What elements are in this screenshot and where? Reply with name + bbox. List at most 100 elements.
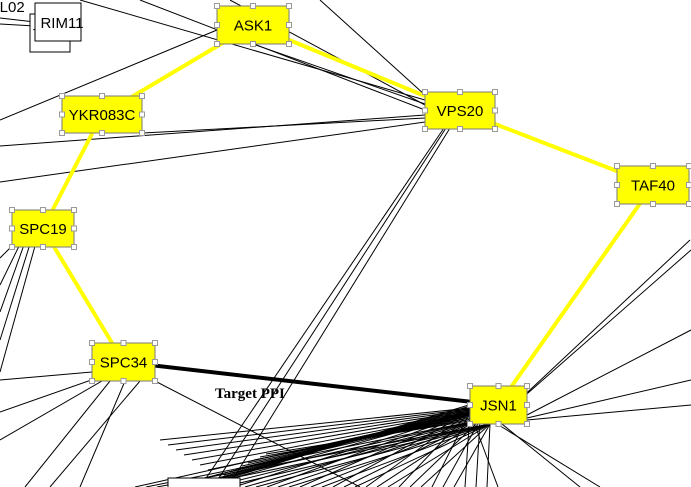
resize-handle[interactable] (524, 402, 530, 408)
resize-handle[interactable] (686, 182, 691, 188)
background-edge (142, 117, 426, 134)
node-box[interactable] (424, 91, 496, 130)
resize-handle[interactable] (457, 89, 463, 95)
resize-handle[interactable] (492, 126, 498, 132)
node-ask1[interactable]: ASK1 (214, 3, 292, 47)
resize-handle[interactable] (614, 201, 620, 207)
resize-handle[interactable] (467, 383, 473, 389)
background-edge (365, 411, 471, 487)
resize-handle[interactable] (422, 107, 428, 114)
resize-handle[interactable] (152, 378, 158, 384)
background-edge (49, 380, 141, 487)
resize-handle[interactable] (71, 244, 77, 250)
background-edge (321, 423, 491, 487)
resize-handle[interactable] (59, 93, 65, 99)
resize-handle[interactable] (99, 93, 105, 99)
resize-handle[interactable] (495, 383, 502, 389)
background-edge (159, 407, 471, 441)
resize-handle[interactable] (89, 340, 95, 346)
node-spc34[interactable]: SPC34 (89, 340, 158, 384)
resize-handle[interactable] (71, 225, 77, 232)
background-edge (0, 241, 26, 313)
node-label: OL02 (0, 0, 25, 16)
resize-handle[interactable] (9, 244, 15, 250)
resize-handle[interactable] (250, 3, 256, 9)
resize-handle[interactable] (467, 421, 473, 427)
resize-handle[interactable] (152, 340, 158, 346)
resize-handle[interactable] (457, 126, 463, 132)
resize-handle[interactable] (89, 359, 95, 365)
resize-handle[interactable] (422, 89, 428, 95)
node-label: YKR083C (69, 107, 136, 124)
background-edge (0, 114, 426, 147)
resize-handle[interactable] (686, 201, 691, 207)
resize-handle[interactable] (286, 41, 292, 47)
resize-handle[interactable] (650, 163, 656, 169)
node-vps20[interactable]: VPS20 (422, 89, 498, 132)
node-spc19[interactable]: SPC19 (9, 207, 77, 250)
node-box[interactable] (34, 2, 82, 42)
resize-handle[interactable] (286, 22, 292, 28)
resize-handle[interactable] (9, 225, 15, 232)
resize-handle[interactable] (214, 3, 220, 9)
resize-handle[interactable] (214, 22, 220, 28)
resize-handle[interactable] (120, 378, 127, 384)
resize-handle[interactable] (120, 340, 127, 346)
path-edge-spc19-spc34[interactable] (41, 227, 126, 364)
background-edge (199, 127, 445, 487)
node-label: TAF40 (631, 178, 675, 195)
target-edge[interactable] (123, 360, 499, 407)
background-edge (453, 423, 491, 487)
resize-handle[interactable] (524, 383, 530, 389)
resize-handle[interactable] (650, 201, 656, 207)
resize-handle[interactable] (492, 89, 498, 95)
resize-handle[interactable] (71, 207, 77, 213)
background-edge (475, 419, 481, 487)
resize-handle[interactable] (286, 3, 292, 9)
background-edge (0, 23, 36, 27)
resize-handle[interactable] (40, 207, 46, 213)
partial-node-box[interactable] (167, 477, 241, 487)
resize-handle[interactable] (99, 130, 105, 136)
background-edge (212, 127, 447, 487)
resize-handle[interactable] (40, 244, 46, 250)
resize-handle[interactable] (492, 107, 498, 114)
resize-handle[interactable] (9, 207, 15, 213)
node-jsn1[interactable]: JSN1 (467, 383, 530, 427)
path-edge-taf40-jsn1[interactable] (496, 183, 655, 407)
resize-handle[interactable] (139, 130, 145, 136)
resize-handle[interactable] (524, 421, 530, 427)
background-edge (227, 127, 451, 487)
resize-handle[interactable] (250, 41, 256, 47)
background-edge (145, 419, 481, 487)
node-ykr083c[interactable]: YKR083C (59, 93, 145, 136)
node-taf40[interactable]: TAF40 (614, 163, 691, 207)
resize-handle[interactable] (152, 359, 158, 365)
background-edge (139, 0, 426, 111)
background-edge (526, 404, 691, 421)
background-edge (175, 409, 471, 451)
resize-handle[interactable] (614, 182, 620, 188)
background-edge (0, 377, 98, 413)
resize-handle[interactable] (59, 130, 65, 136)
resize-handle[interactable] (686, 163, 691, 169)
background-edge (79, 380, 126, 487)
resize-handle[interactable] (89, 378, 95, 384)
background-edge (526, 379, 691, 419)
resize-handle[interactable] (422, 126, 428, 132)
node-rim11[interactable]: RIM11 (34, 2, 84, 42)
background-edge (191, 411, 471, 461)
background-edge (0, 245, 36, 373)
resize-handle[interactable] (139, 111, 145, 118)
node-ol02[interactable]: OL02 (0, 0, 25, 16)
resize-handle[interactable] (614, 163, 620, 169)
background-edge (496, 423, 601, 487)
resize-handle[interactable] (59, 111, 65, 118)
background-edge (398, 411, 471, 487)
resize-handle[interactable] (467, 402, 473, 408)
resize-handle[interactable] (495, 421, 502, 427)
background-edge (0, 371, 93, 381)
resize-handle[interactable] (139, 93, 145, 99)
resize-handle[interactable] (214, 41, 220, 47)
background-edge (79, 0, 426, 101)
